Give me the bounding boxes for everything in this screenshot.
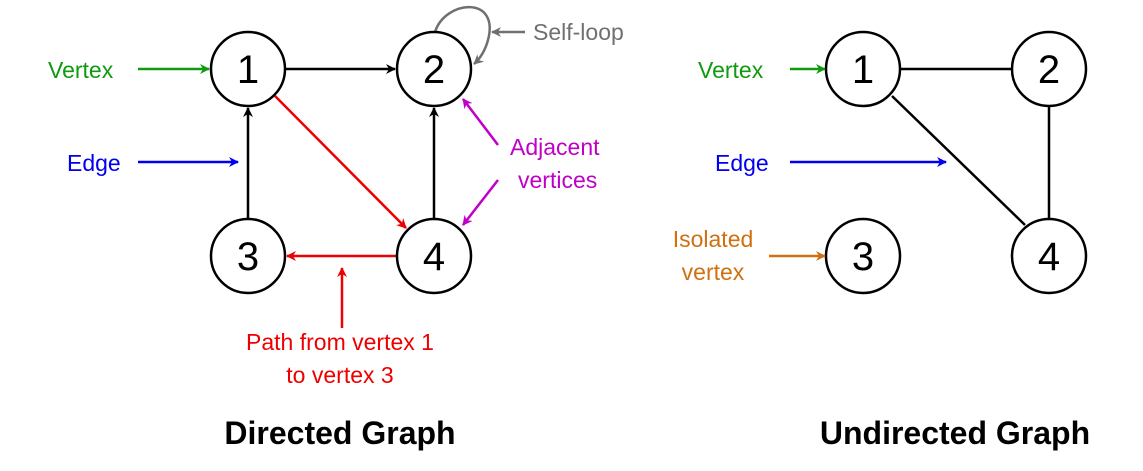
node-label: 2 — [1038, 48, 1060, 92]
directed-node-2: 2 — [395, 30, 473, 108]
directed-node-3: 3 — [209, 217, 287, 295]
node-label: 1 — [237, 48, 259, 92]
node-label: 4 — [1038, 235, 1060, 279]
isolated-annotation-line2: vertex — [682, 259, 745, 285]
adjacent-annotation-line2: vertices — [518, 167, 597, 193]
node-label: 1 — [852, 48, 874, 92]
undirected-graph-title: Undirected Graph — [820, 415, 1090, 451]
node-label: 4 — [423, 235, 445, 279]
edge-annotation: Edge — [715, 150, 769, 176]
adjacent-pointer-arrow-2 — [462, 98, 499, 146]
directed-node-4: 4 — [395, 217, 473, 295]
adjacent-pointer-arrow-4 — [462, 179, 499, 226]
path-annotation-line1: Path from vertex 1 — [246, 329, 434, 355]
path-edge-1-to-4 — [274, 95, 407, 229]
self-loop-annotation: Self-loop — [533, 19, 624, 45]
vertex-annotation: Vertex — [698, 57, 764, 83]
path-annotation-line2: to vertex 3 — [286, 362, 393, 388]
directed-node-1: 1 — [209, 30, 287, 108]
isolated-annotation-line1: Isolated — [673, 226, 754, 252]
vertex-annotation: Vertex — [48, 57, 114, 83]
edge-annotation: Edge — [67, 150, 121, 176]
node-label: 3 — [852, 235, 874, 279]
node-label: 3 — [237, 235, 259, 279]
node-label: 2 — [423, 48, 445, 92]
directed-graph: 1 2 3 4 Vertex Edge Self-loop Adjacent v… — [48, 5, 624, 451]
self-loop-edge-2 — [433, 5, 491, 65]
undirected-node-2: 2 — [1010, 30, 1088, 108]
undirected-node-1: 1 — [824, 30, 902, 108]
adjacent-annotation-line1: Adjacent — [510, 134, 600, 160]
undirected-node-4: 4 — [1010, 217, 1088, 295]
directed-graph-title: Directed Graph — [224, 415, 455, 451]
undirected-graph: 1 2 3 4 Vertex Edge Isolated vertex Undi… — [673, 30, 1090, 451]
undirected-node-3: 3 — [824, 217, 902, 295]
edge-1-4 — [891, 95, 1026, 226]
